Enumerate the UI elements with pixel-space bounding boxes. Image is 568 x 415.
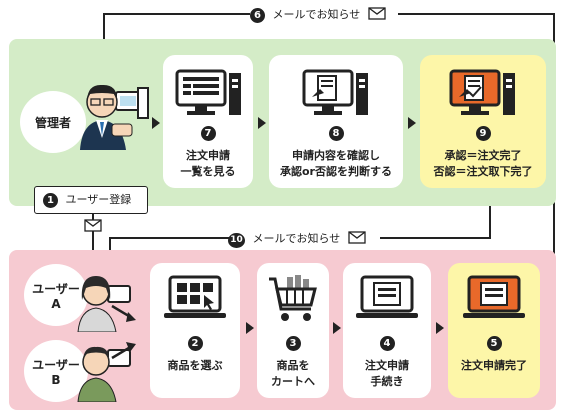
arrow-right-icon — [152, 117, 160, 129]
laptop-form-icon — [463, 275, 525, 318]
user-b-letter: B — [51, 373, 61, 387]
step-9-card: 9 承認＝注文完了 否認＝注文取下完了 — [420, 55, 546, 188]
step-4-card: 4 注文申請 手続き — [343, 263, 431, 398]
arrow-right-icon — [333, 322, 341, 334]
step-number: 6 — [250, 8, 265, 23]
admin-label-text: 管理者 — [34, 116, 71, 130]
step-number: 8 — [328, 126, 344, 141]
arrow-right-icon — [246, 322, 254, 334]
laptop-form-icon — [356, 275, 418, 318]
mail-notice-label: メールでお知らせ — [272, 8, 361, 21]
user-a-letter: A — [51, 297, 61, 311]
step-label: 手続き — [370, 375, 404, 388]
step-label: 否認＝注文取下完了 — [433, 165, 533, 178]
step-number: 4 — [379, 336, 395, 351]
laptop-grid-icon — [164, 275, 226, 318]
step-number: 1 — [43, 193, 58, 208]
admin-label: 管理者 — [20, 91, 86, 153]
user-a-person-icon — [77, 276, 136, 332]
step-number: 9 — [475, 126, 491, 141]
step-7-card: 7 注文申請 一覧を見る — [163, 55, 253, 188]
step-label: 商品を選ぶ — [167, 359, 223, 372]
step-3-card: 3 商品を カートへ — [257, 263, 329, 398]
envelope-icon — [348, 231, 366, 244]
envelope-icon — [368, 7, 386, 20]
step-label: 注文申請 — [365, 359, 409, 372]
desktop-document-check-icon — [302, 69, 368, 115]
arrow-right-icon — [408, 117, 416, 129]
step-number: 5 — [486, 336, 502, 351]
step-label: 承認＝注文完了 — [444, 149, 522, 162]
step-5-card: 5 注文申請完了 — [448, 263, 540, 398]
user-b-label: ユーザー B — [24, 340, 88, 402]
user-a-label: ユーザー A — [24, 264, 88, 326]
registration-label: ユーザー登録 — [65, 193, 132, 206]
arrow-right-icon — [258, 117, 266, 129]
step-8-card: 8 申請内容を確認し 承認or否認を判断する — [269, 55, 403, 188]
mail-notice-top: 6 メールでお知らせ — [250, 6, 386, 23]
user-b-label-text: ユーザー — [32, 358, 80, 372]
desktop-document-check-icon — [449, 69, 515, 115]
step-label: 申請内容を確認し — [292, 149, 380, 162]
mail-notice-label: メールでお知らせ — [252, 232, 341, 245]
step-2-card: 2 商品を選ぶ — [150, 263, 240, 398]
step-label: 注文申請完了 — [461, 359, 527, 372]
step-label: 商品を — [276, 359, 310, 372]
user-b-person-icon — [77, 342, 136, 402]
step-number: 2 — [187, 336, 203, 351]
arrow-right-icon — [436, 322, 444, 334]
user-a-label-text: ユーザー — [32, 282, 80, 296]
shopping-cart-icon — [269, 275, 317, 321]
step-number: 7 — [200, 126, 216, 141]
step-label: カートへ — [271, 375, 315, 388]
step-number: 3 — [285, 336, 301, 351]
envelope-icon — [84, 219, 102, 232]
user-registration-box: 1 ユーザー登録 — [34, 186, 148, 214]
step-number: 10 — [228, 233, 245, 248]
mail-notice-middle: 10 メールでお知らせ — [228, 230, 366, 248]
desktop-list-icon — [175, 69, 241, 115]
step-label: 注文申請 — [186, 149, 230, 162]
step-label: 承認or否認を判断する — [280, 165, 392, 178]
step-label: 一覧を見る — [180, 165, 236, 178]
admin-person-icon — [80, 84, 149, 150]
